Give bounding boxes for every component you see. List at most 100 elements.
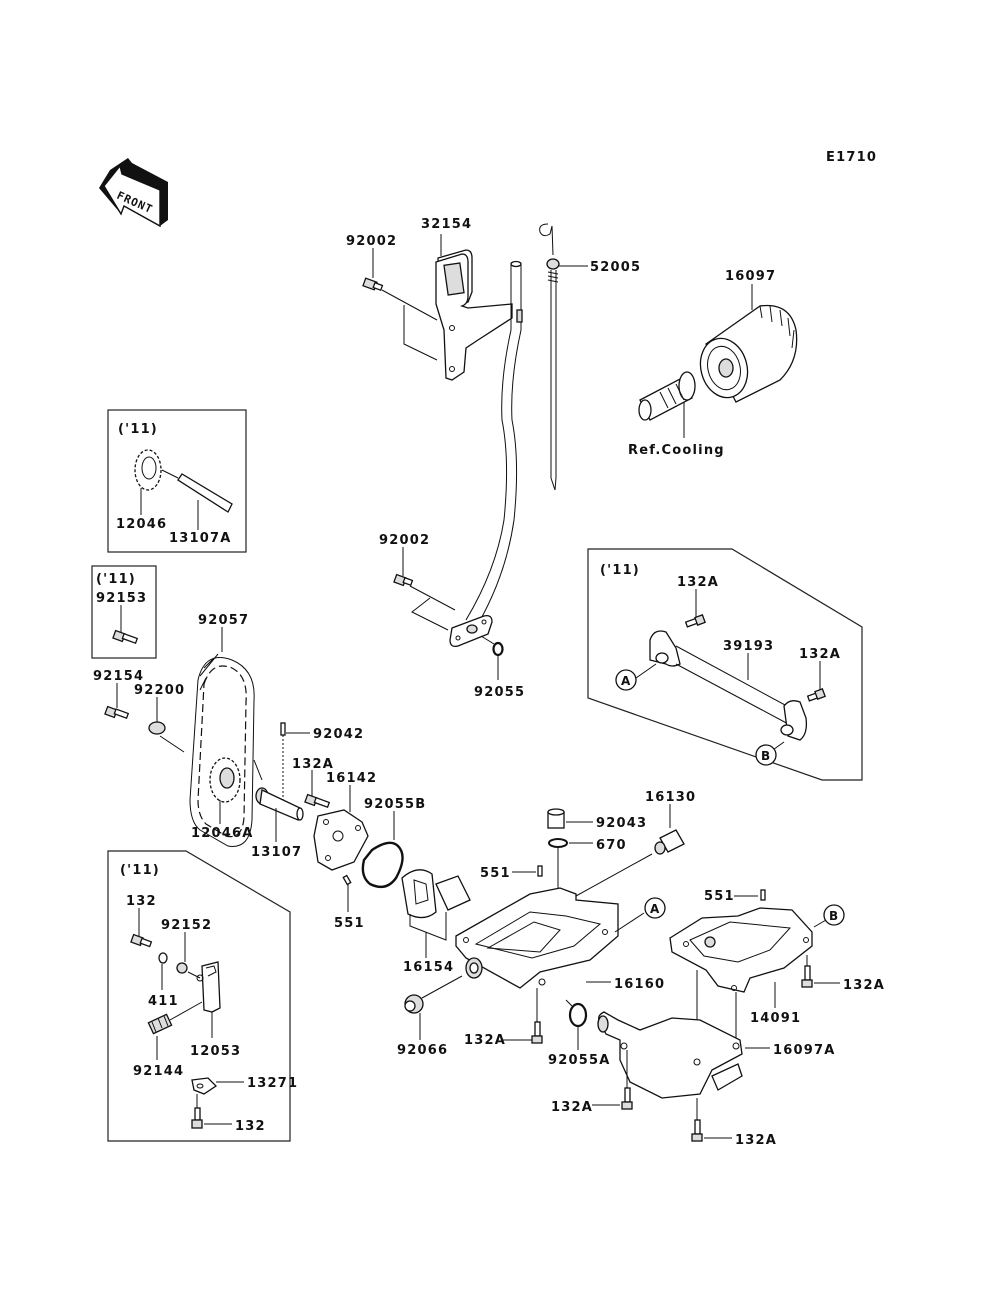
ref-marker-B-box [755, 744, 777, 766]
ref-marker-A-case [644, 897, 666, 919]
year-box-camshaft-sprocket [107, 409, 247, 553]
chain-92057 [189, 653, 255, 847]
dipstick-52005 [539, 223, 560, 491]
label-16097: 16097 [725, 269, 776, 284]
label-551-case: 551 [480, 866, 511, 881]
plate-13271-icon [191, 1077, 218, 1095]
label-551-pump: 551 [334, 916, 365, 931]
bolt-132A-box2-icon [806, 688, 826, 702]
ref-cooling-note: Ref.Cooling [628, 443, 725, 458]
ref-marker-B-cover [823, 904, 845, 926]
ref-marker-B-box-text: B [761, 749, 770, 763]
label-411: 411 [148, 994, 179, 1009]
sprocket-12046A [209, 757, 241, 803]
bolt-132A-low2-icon [691, 1119, 703, 1142]
label-132A-low2: 132A [735, 1133, 777, 1148]
label-132A-case: 132A [464, 1033, 506, 1048]
label-92152: 92152 [161, 918, 212, 933]
bolt-92002-top-icon [362, 277, 384, 292]
oring-670-icon [548, 838, 568, 848]
bracket-32154 [435, 249, 513, 381]
label-92002-mid: 92002 [379, 533, 430, 548]
label-132A-box2: 132A [799, 647, 841, 662]
label-132-top: 132 [126, 894, 157, 909]
ref-marker-A-case-text: A [650, 902, 660, 916]
nut-92152-icon [176, 962, 188, 974]
year-tag-4: ('11) [120, 863, 160, 878]
ref-marker-B-cover-text: B [829, 909, 838, 923]
washer-92200-icon [148, 721, 166, 735]
label-92043: 92043 [596, 816, 647, 831]
gasket-92055B [361, 841, 404, 889]
label-132A-pump: 132A [292, 757, 334, 772]
pump-cover-16142 [313, 809, 369, 871]
year-tag: ('11) [118, 422, 158, 437]
pin-551-pump-icon [342, 874, 352, 886]
ref-marker-A-box-text: A [621, 674, 631, 688]
label-132A-low1: 132A [551, 1100, 593, 1115]
switch-16130-icon [654, 829, 685, 855]
ref-marker-A-box [615, 669, 637, 691]
pin-92042-icon [280, 722, 286, 736]
label-13107: 13107 [251, 845, 302, 860]
year-box-bolt-92153 [91, 565, 157, 659]
oil-pipe-39193 [649, 630, 808, 741]
label-12046: 12046 [116, 517, 167, 532]
sprocket-12046 [134, 449, 162, 491]
label-13107A: 13107A [169, 531, 232, 546]
label-16160: 16160 [614, 977, 665, 992]
bolt-132A-low1-icon [621, 1087, 633, 1110]
bolt-132A-box1-icon [684, 614, 706, 628]
bolt-132-bottom-icon [191, 1107, 203, 1129]
spring-92144-icon [147, 1013, 173, 1035]
bolt-92154-icon [104, 705, 130, 720]
shaft-13107 [255, 787, 304, 821]
year-box-oil-pipe [587, 548, 863, 781]
bolt-132A-pump-icon [304, 793, 331, 809]
fitting-ref-cooling [638, 371, 696, 421]
label-92153: 92153 [96, 591, 147, 606]
label-52005: 52005 [590, 260, 641, 275]
label-14091: 14091 [750, 1011, 801, 1026]
label-32154: 32154 [421, 217, 472, 232]
label-92154: 92154 [93, 669, 144, 684]
label-92200: 92200 [134, 683, 185, 698]
label-16154: 16154 [403, 960, 454, 975]
year-tag-2: ('11) [96, 572, 136, 587]
collar-92043-icon [547, 808, 565, 829]
label-12053: 12053 [190, 1044, 241, 1059]
rotor-16154 [401, 869, 471, 919]
label-92055: 92055 [474, 685, 525, 700]
pin-551-case-icon [537, 865, 543, 877]
front-arrow-icon: FRONT [99, 158, 168, 228]
year-box-chain-tensioner [107, 850, 291, 1142]
label-670: 670 [596, 838, 627, 853]
label-39193: 39193 [723, 639, 774, 654]
label-132A-right: 132A [843, 978, 885, 993]
bolt-132A-case-icon [531, 1021, 543, 1044]
bolt-132A-right-icon [801, 965, 813, 988]
tensioner-12053 [196, 961, 221, 1013]
strainer-16097A [597, 1011, 743, 1099]
label-132-bottom: 132 [235, 1119, 266, 1134]
diagram-code: E1710 [826, 150, 877, 165]
oil-pump-case-16160 [455, 887, 619, 989]
label-92144: 92144 [133, 1064, 184, 1079]
label-551-right: 551 [704, 889, 735, 904]
oil-filler-tube [465, 260, 523, 625]
label-92002-top: 92002 [346, 234, 397, 249]
label-132A-box1: 132A [677, 575, 719, 590]
label-92057: 92057 [198, 613, 249, 628]
oring-92055A-icon [568, 1002, 588, 1028]
shaft-13107A [161, 469, 233, 513]
oring-92055-icon [492, 641, 504, 657]
cover-14091 [669, 907, 813, 993]
washer-411-icon [158, 952, 168, 964]
year-tag-3: ('11) [600, 563, 640, 578]
plug-92066-icon [404, 994, 424, 1014]
tube-flange [449, 614, 493, 648]
pin-551-right-icon [760, 889, 766, 901]
bolt-92153-icon [112, 629, 139, 645]
label-92042: 92042 [313, 727, 364, 742]
